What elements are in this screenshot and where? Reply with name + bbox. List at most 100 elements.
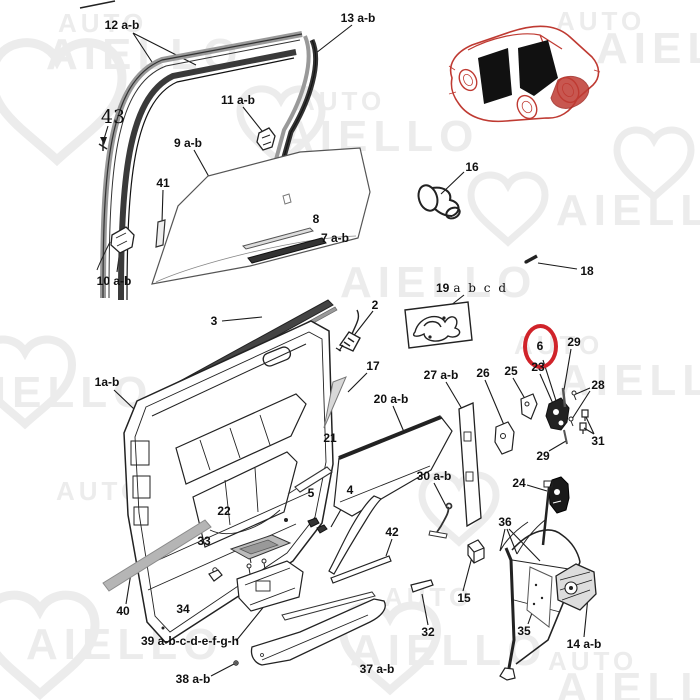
part-label-3: 3 — [210, 314, 218, 328]
part-label-22: 22 — [217, 504, 231, 518]
watermark-heart-logo — [0, 335, 77, 430]
part-label-38ab: 38 a-b — [175, 672, 211, 686]
part-bracket-26 — [494, 421, 515, 455]
watermark-text-aiello: AIELLO — [556, 664, 700, 700]
part-bracket-25 — [520, 393, 538, 420]
part-label-17: 17 — [366, 359, 380, 373]
part-clips-5 — [307, 517, 328, 534]
part-trim-panel-upper — [333, 415, 453, 517]
part-box-clip-15 — [467, 539, 485, 564]
part-rod-29-upper — [561, 387, 567, 408]
part-gasket-21 — [287, 466, 333, 495]
part-label-15: 15 — [457, 591, 471, 605]
watermark-text-aiello: AIELLO — [558, 356, 700, 405]
part-pin-18 — [524, 254, 538, 264]
part-lower-seal-strip — [102, 519, 212, 592]
part-label-10ab: 10 a-b — [96, 274, 132, 288]
highlight-ring — [523, 324, 558, 369]
part-rear-run-channel — [269, 35, 319, 183]
part-label-41: 41 — [156, 176, 170, 190]
part-label-18: 18 — [580, 264, 594, 278]
part-strip-32 — [410, 579, 434, 593]
part-small-fastener-43 — [98, 141, 108, 151]
part-label-11ab: 11 a-b — [220, 93, 256, 107]
part-label-24: 24 — [512, 476, 526, 490]
part-door-lock — [545, 397, 570, 431]
part-label-8: 8 — [312, 212, 320, 226]
part-door-inner-panel — [123, 320, 334, 644]
part-label-31: 31 — [591, 434, 605, 448]
part-label-27ab: 27 a-b — [423, 368, 459, 382]
watermark-text-auto: AUTO — [548, 646, 638, 676]
part-label-43: 43 — [100, 106, 126, 128]
part-strip-41 — [155, 219, 166, 248]
part-vertical-channel — [458, 402, 482, 528]
part-label-39: 39 a-b-c-d-e-f-g-h — [141, 634, 239, 648]
part-screws-28 — [568, 390, 577, 427]
part-label-25: 25 — [504, 364, 518, 378]
part-window-motor — [555, 563, 597, 611]
watermark-heart-logo — [0, 38, 127, 167]
part-label-2: 2 — [371, 298, 379, 312]
part-label-7ab: 7 a-b — [320, 231, 350, 245]
part-label-35: 35 — [517, 624, 531, 638]
part-label-21: 21 — [323, 431, 337, 445]
part-label-42: 42 — [385, 525, 399, 539]
part-outer-waist-strip — [242, 227, 314, 250]
part-channel-clip — [256, 127, 276, 151]
part-connector-2 — [335, 309, 361, 352]
part-rod-30 — [428, 502, 453, 539]
watermark-text-aiello: AIELLO — [556, 186, 700, 235]
part-label-13ab: 13 a-b — [340, 11, 376, 25]
part-label-33: 33 — [197, 534, 211, 548]
part-clip-34 — [208, 569, 223, 582]
part-label-40: 40 — [116, 604, 130, 618]
part-label-37ab: 37 a-b — [359, 662, 395, 676]
part-mirror-trim — [323, 376, 347, 429]
part-label-5: 5 — [307, 486, 315, 500]
part-label-30ab: 30 a-b — [416, 469, 452, 483]
part-label-26: 26 — [476, 366, 490, 380]
watermark-heart-logo — [418, 471, 500, 547]
watermark-text-aiello: AIELLO — [0, 368, 154, 417]
part-label-29-upper: 29 — [567, 335, 581, 349]
part-label-1ab: 1a-b — [94, 375, 120, 389]
part-wiring-loom — [404, 301, 473, 349]
part-window-frame-seals — [79, 0, 303, 301]
part-curved-trim-4 — [328, 495, 383, 575]
part-label-16: 16 — [465, 160, 479, 174]
part-screw-38 — [233, 660, 239, 666]
part-rod-29-lower — [563, 429, 568, 445]
part-label-32: 32 — [421, 625, 435, 639]
watermark-heart-logo — [613, 126, 695, 202]
watermark-heart-logo — [467, 171, 549, 247]
part-label-23: 23 — [531, 360, 545, 374]
part-clip-22 — [284, 518, 288, 522]
part-run-channel-clip — [96, 226, 135, 271]
part-label-6: 6 — [536, 339, 544, 353]
part-label-20ab: 20 a-b — [373, 392, 409, 406]
watermark-text-aiello: AIELLO — [596, 24, 700, 73]
part-label-28: 28 — [591, 378, 605, 392]
watermark-heart-logo — [0, 590, 100, 700]
watermark-text-aiello: AIELLO — [340, 258, 538, 307]
car-location-thumbnail — [448, 25, 601, 123]
watermark-text-auto: AUTO — [58, 8, 148, 38]
part-label-29-lower: 29 — [536, 449, 550, 463]
part-harness-grommet — [417, 184, 461, 220]
part-regulator-sheet — [526, 566, 553, 628]
part-label-34: 34 — [176, 602, 190, 616]
part-door-glass — [151, 147, 371, 285]
part-clips-31 — [579, 409, 589, 434]
part-armrest-assembly — [229, 534, 304, 612]
part-lower-trim-panel — [250, 591, 386, 666]
part-bar-42 — [330, 555, 392, 584]
part-window-regulator — [499, 480, 597, 681]
part-label-36: 36 — [498, 515, 512, 529]
part-label-12ab: 12 a-b — [104, 18, 140, 32]
watermark-text-auto: AUTO — [556, 6, 646, 36]
part-inner-waist-strip — [247, 237, 327, 264]
